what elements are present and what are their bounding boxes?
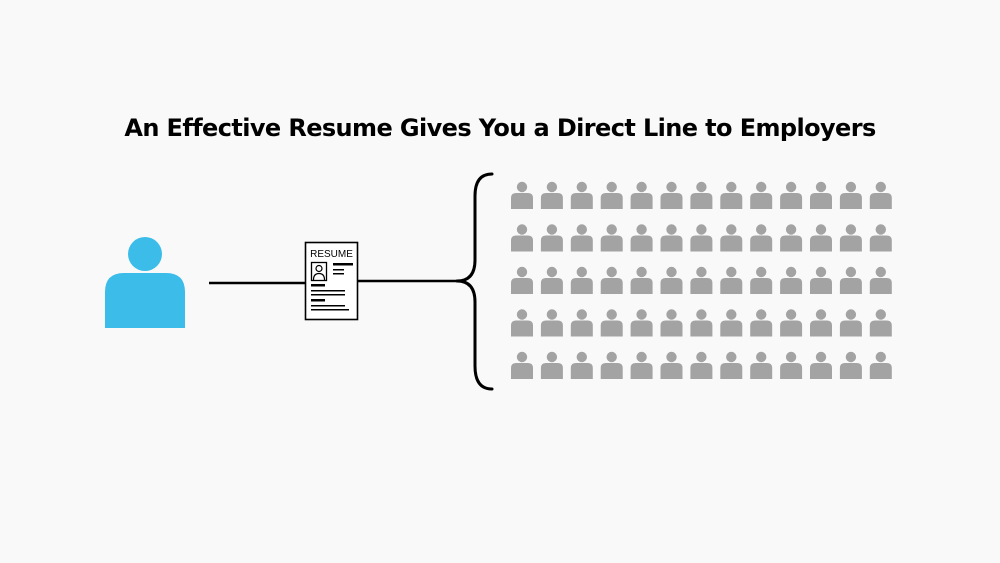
employer-person-icon: [600, 309, 623, 337]
employer-person-icon: [660, 181, 683, 209]
employer-person-icon: [839, 351, 862, 379]
employer-person-icon: [810, 181, 832, 209]
employer-person-icon: [720, 224, 743, 252]
employer-person-icon: [630, 351, 653, 379]
employer-person-icon: [570, 309, 593, 337]
employer-person-icon: [839, 266, 862, 294]
employer-person-icon: [720, 309, 743, 337]
employer-person-icon: [511, 266, 533, 294]
employer-person-icon: [810, 224, 832, 252]
employer-person-icon: [869, 266, 892, 294]
employer-person-icon: [570, 266, 593, 294]
employer-person-icon: [511, 181, 533, 209]
employer-person-icon: [869, 351, 892, 379]
employer-person-icon: [630, 309, 653, 337]
employer-person-icon: [810, 351, 832, 379]
employer-person-icon: [511, 351, 533, 379]
employer-grid: [511, 181, 892, 379]
employer-person-icon: [750, 351, 773, 379]
resume-label: RESUME: [310, 249, 353, 260]
employer-person-icon: [690, 309, 713, 337]
resume-icon: RESUME: [304, 241, 359, 321]
employer-person-icon: [869, 309, 892, 337]
employer-person-icon: [720, 351, 743, 379]
employer-person-icon: [660, 351, 683, 379]
employer-person-icon: [570, 351, 593, 379]
employer-person-icon: [720, 266, 743, 294]
employer-person-icon: [540, 224, 563, 252]
employer-person-icon: [630, 181, 653, 209]
employer-person-icon: [720, 181, 743, 209]
curly-brace: [455, 172, 494, 391]
employer-person-icon: [600, 266, 623, 294]
employer-person-icon: [690, 224, 713, 252]
employer-person-icon: [780, 224, 803, 252]
employer-person-icon: [660, 309, 683, 337]
employer-person-icon: [660, 266, 683, 294]
employer-person-icon: [540, 309, 563, 337]
employer-person-icon: [600, 181, 623, 209]
employer-person-icon: [750, 266, 773, 294]
applicant-icon: [105, 237, 185, 328]
employer-person-icon: [839, 224, 862, 252]
employer-person-icon: [750, 224, 773, 252]
employer-person-icon: [810, 309, 832, 337]
employer-person-icon: [600, 224, 623, 252]
employer-person-icon: [780, 351, 803, 379]
employer-person-icon: [780, 181, 803, 209]
employer-person-icon: [540, 181, 563, 209]
employer-person-icon: [839, 309, 862, 337]
employer-person-icon: [750, 181, 773, 209]
employer-person-icon: [630, 266, 653, 294]
employer-person-icon: [690, 266, 713, 294]
employer-person-icon: [630, 224, 653, 252]
employer-person-icon: [839, 181, 862, 209]
employer-person-icon: [511, 224, 533, 252]
employer-person-icon: [869, 181, 892, 209]
employer-person-icon: [750, 309, 773, 337]
employer-person-icon: [540, 351, 563, 379]
employer-person-icon: [690, 181, 713, 209]
employer-person-icon: [690, 351, 713, 379]
employer-person-icon: [660, 224, 683, 252]
employer-person-icon: [869, 224, 892, 252]
employer-person-icon: [511, 309, 533, 337]
employer-person-icon: [810, 266, 832, 294]
employer-person-icon: [570, 224, 593, 252]
diagram-title: An Effective Resume Gives You a Direct L…: [124, 114, 876, 142]
employer-person-icon: [780, 266, 803, 294]
employer-person-icon: [780, 309, 803, 337]
employer-person-icon: [540, 266, 563, 294]
employer-person-icon: [600, 351, 623, 379]
employer-person-icon: [570, 181, 593, 209]
